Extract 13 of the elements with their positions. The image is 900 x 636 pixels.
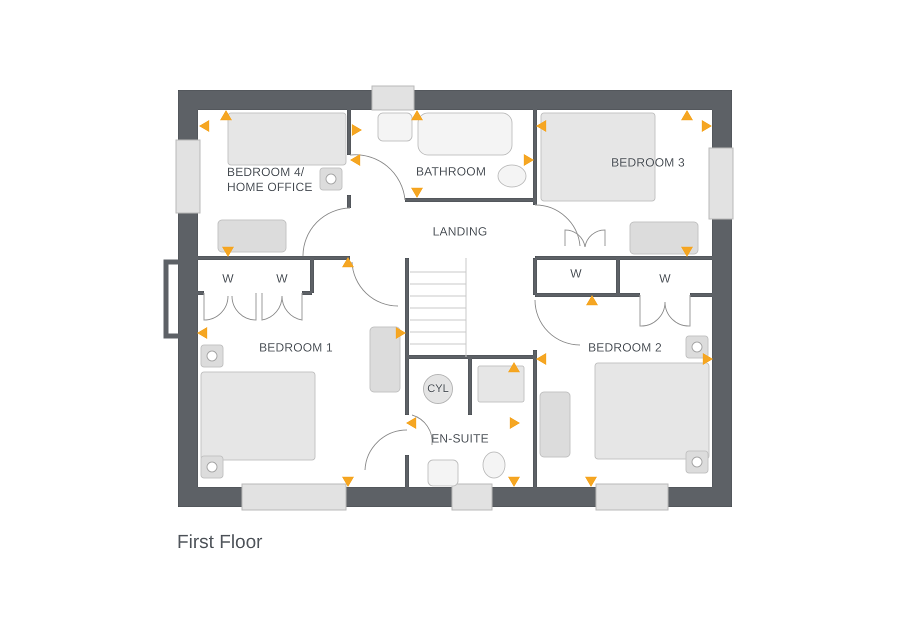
wardrobe-label: W: [276, 272, 288, 286]
room-label: BEDROOM 3: [611, 156, 685, 170]
room-label: BEDROOM 1: [259, 340, 333, 356]
cylinder-symbol: CYL: [423, 374, 453, 404]
room-label: LANDING: [432, 224, 488, 240]
wardrobe-label: W: [659, 272, 671, 286]
room-label: BATHROOM: [416, 164, 486, 180]
wardrobe-label: W: [222, 272, 234, 286]
wardrobe-label: W: [570, 266, 582, 282]
room-label: BEDROOM 4/ HOME OFFICE: [227, 165, 314, 195]
room-label: EN-SUITE: [431, 432, 489, 446]
floor-caption: First Floor: [177, 532, 262, 554]
room-label: BEDROOM 2: [588, 340, 662, 356]
